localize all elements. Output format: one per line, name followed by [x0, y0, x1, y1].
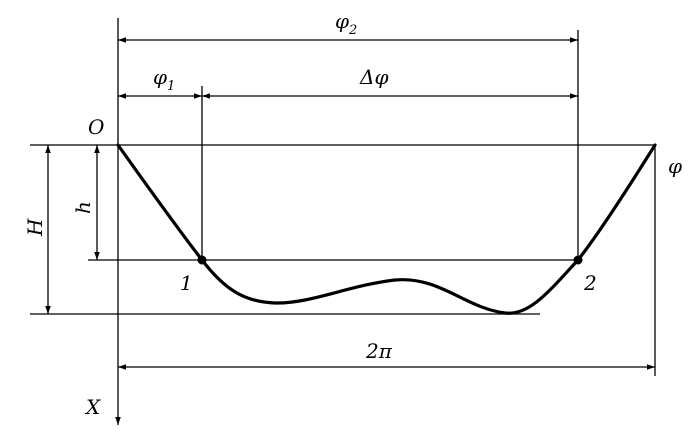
phi2-label: φ2: [335, 9, 357, 38]
displacement-curve: [116, 143, 657, 315]
point-1-marker: [197, 255, 207, 265]
phi2-subscript: 2: [348, 23, 357, 38]
two-pi-label: 2π: [365, 339, 393, 363]
phi1-main: φ: [153, 65, 167, 89]
big-h-label: H: [23, 218, 47, 237]
x-axis-label: X: [84, 395, 101, 419]
phi1-subscript: 1: [167, 79, 175, 94]
origin-label: O: [88, 115, 104, 139]
phi2-main: φ: [335, 9, 349, 33]
point-2-marker: [573, 255, 583, 265]
point-1-label: 1: [180, 271, 193, 295]
phi-axis-label: φ: [668, 154, 682, 178]
phi1-label: φ1: [153, 65, 175, 94]
delta-phi-label: Δφ: [359, 65, 388, 89]
small-h-label: h: [71, 201, 95, 214]
point-2-label: 2: [583, 271, 597, 295]
